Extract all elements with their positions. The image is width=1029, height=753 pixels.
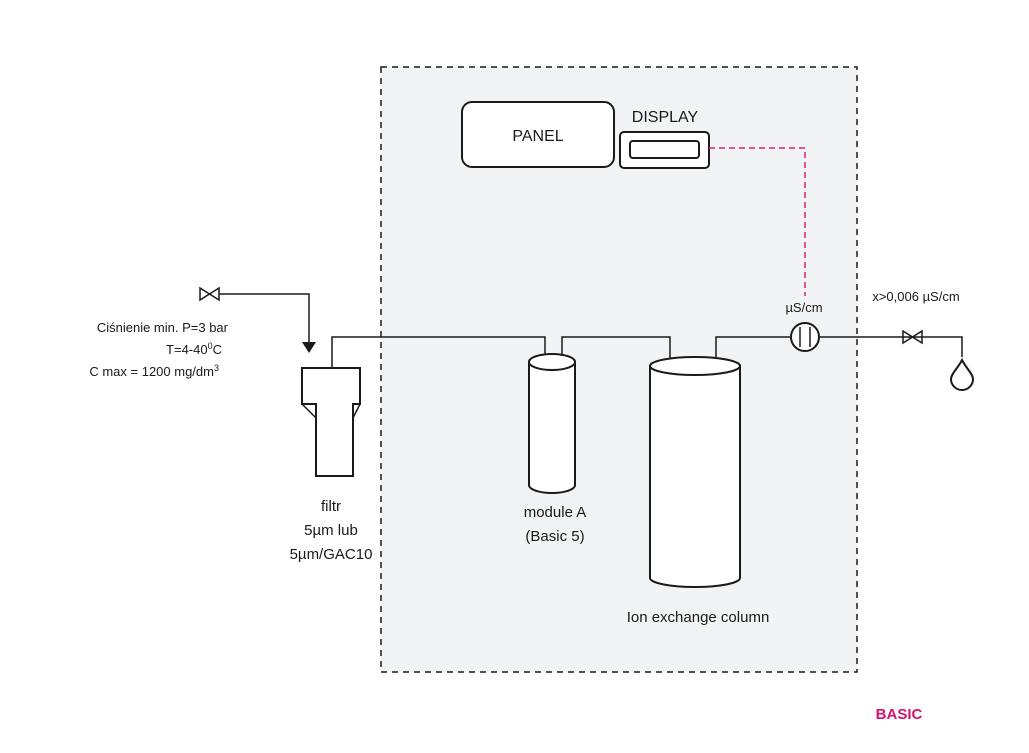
device-enclosure: [380, 66, 858, 673]
pipe-filter-to-module: [331, 336, 546, 368]
filter-label-line1: filtr: [321, 498, 341, 515]
water-drop-icon: [949, 357, 975, 391]
valve-icon: [902, 329, 923, 345]
ion-column-label: Ion exchange column: [627, 609, 770, 626]
signal-line: [709, 147, 806, 296]
valve-icon: [199, 286, 220, 302]
pipe-sensor-to-outlet: [820, 336, 963, 357]
module-label-line2: (Basic 5): [525, 528, 584, 545]
pipe-module-to-column: [561, 336, 671, 362]
pipe-column-to-sensor: [715, 336, 790, 358]
display-label: DISPLAY: [632, 109, 699, 126]
filter-housing: [301, 367, 361, 477]
inlet-temp-label: T=4-400C: [166, 341, 222, 357]
filter-label-line2: 5µm lub: [304, 522, 358, 539]
variant-label: BASIC: [876, 706, 923, 723]
inlet-pressure-label: Ciśnienie min. P=3 bar: [97, 320, 229, 335]
panel-label: PANEL: [512, 128, 563, 145]
display-screen: [629, 140, 700, 159]
inlet-flow-arrow: [302, 342, 316, 353]
filter-label-line3: 5µm/GAC10: [290, 546, 373, 563]
panel-box: [461, 101, 615, 168]
inlet-cmax-label: C max = 1200 mg/dm3: [89, 363, 219, 379]
module-label-line1: module A: [524, 504, 587, 521]
module-a-cartridge: [528, 353, 576, 494]
conductivity-sensor-icon: [790, 322, 820, 352]
sensor-unit-label: µS/cm: [785, 300, 822, 315]
inlet-pipe: [219, 293, 310, 342]
outlet-spec-label: x>0,006 µS/cm: [872, 289, 959, 304]
ion-exchange-column: [649, 356, 741, 588]
